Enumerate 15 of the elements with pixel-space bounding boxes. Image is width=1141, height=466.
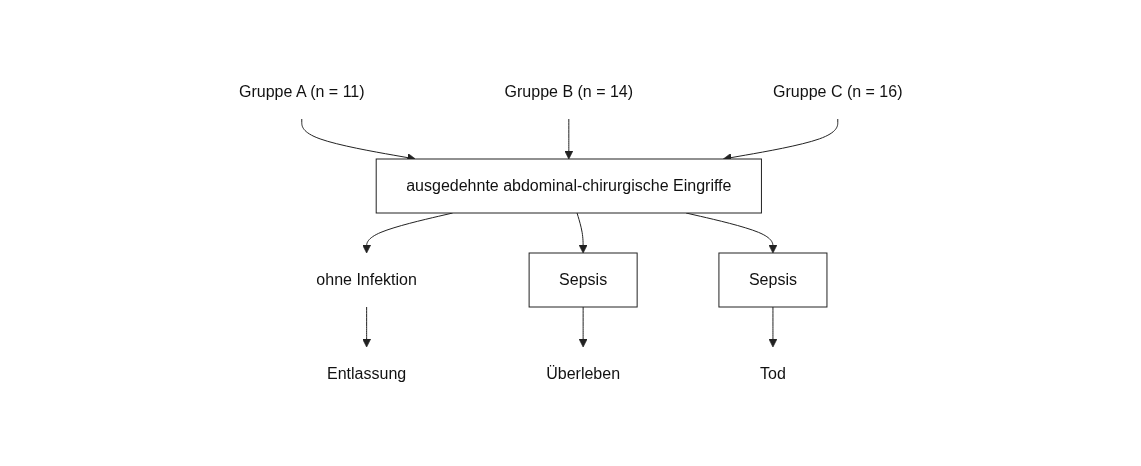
node-text: Überleben <box>545 365 620 382</box>
arrow <box>578 306 588 348</box>
node-text: Gruppe A (n = 11) <box>238 83 365 100</box>
node-text: ohne Infektion <box>316 271 417 288</box>
arrow <box>362 306 371 348</box>
node-box: ausgedehnte abdominal-chirurgische Eingriffe <box>375 158 762 214</box>
arrow <box>564 118 573 160</box>
node-box: Sepsis <box>718 252 828 308</box>
node-text: Gruppe C (n = 16) <box>772 83 903 100</box>
node-text: Tod <box>759 365 786 382</box>
arrow <box>576 212 588 254</box>
node-text: Entlassung <box>326 365 406 382</box>
arrow <box>768 306 778 348</box>
node-box: Sepsis <box>528 252 638 308</box>
node-text: Gruppe B (n = 14) <box>504 83 633 100</box>
